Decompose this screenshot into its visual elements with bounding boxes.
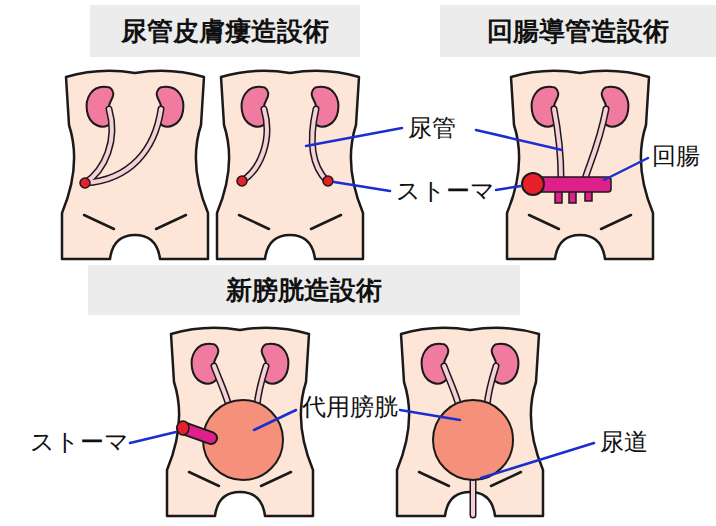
torso-figure	[397, 328, 543, 516]
ileum-label: 回腸	[650, 142, 702, 171]
section-band: 尿管皮膚瘻造設術	[90, 5, 360, 57]
section-band: 回腸導管造設術	[440, 5, 716, 57]
torso-figure	[507, 71, 653, 259]
torso-figure	[217, 71, 363, 259]
section-heading: 尿管皮膚瘻造設術	[121, 14, 329, 49]
neobladder-label: 代用膀胱	[300, 393, 400, 422]
section-band: 新膀胱造設術	[88, 265, 520, 315]
section-heading: 新膀胱造設術	[226, 273, 382, 308]
stoma-label: ストーマ	[28, 428, 131, 457]
torso-figure	[62, 71, 208, 259]
urethra-label: 尿道	[598, 428, 650, 457]
ileum	[535, 177, 611, 203]
torso-figure	[167, 328, 313, 516]
section-heading: 回腸導管造設術	[487, 14, 669, 49]
stoma-label: ストーマ	[394, 177, 497, 206]
ureter-label: 尿管	[406, 114, 458, 143]
